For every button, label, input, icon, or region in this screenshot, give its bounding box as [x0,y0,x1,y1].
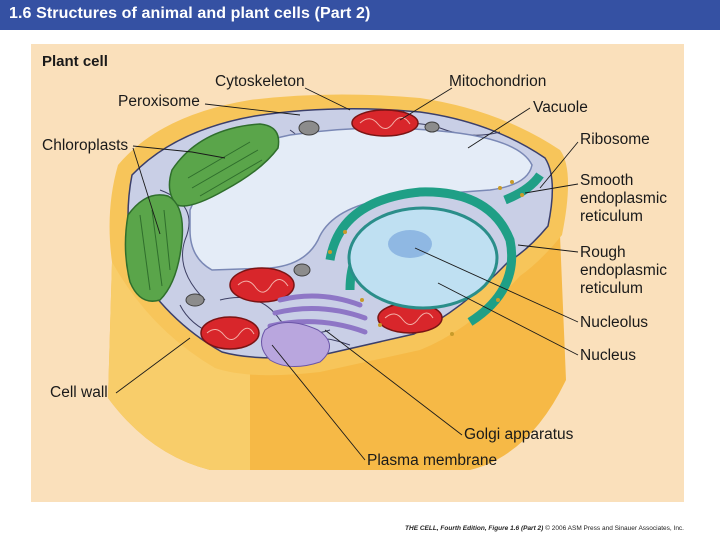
label-smooth-er-line2: endoplasmic [580,190,668,207]
peroxisomes [185,120,440,307]
slide-title-bar: 1.6 Structures of animal and plant cells… [0,0,720,30]
credit-book: THE CELL, Fourth Edition, Figure 1.6 (Pa… [405,525,544,532]
label-rough-er-line1: Rough [580,244,626,261]
label-vacuole: Vacuole [533,99,588,116]
label-cell-wall: Cell wall [50,384,108,401]
chloroplasts [124,123,280,302]
label-nucleus: Nucleus [580,347,636,364]
nucleus [347,206,499,310]
label-nucleolus: Nucleolus [580,314,649,331]
credit-copyright: © 2006 ASM Press and Sinauer Associates,… [543,525,684,532]
label-smooth-er-line1: Smooth [580,172,634,189]
label-smooth-er-line3: reticulum [580,208,643,225]
golgi-vesicle-cluster [260,322,330,367]
label-ribosome: Ribosome [580,131,650,148]
slide-title: 1.6 Structures of animal and plant cells… [9,5,371,22]
mitochondria [200,109,443,350]
ribosomes [328,180,524,336]
label-chloroplasts: Chloroplasts [42,137,129,154]
figure-credit: THE CELL, Fourth Edition, Figure 1.6 (Pa… [405,525,684,532]
panel-title: Plant cell [42,53,108,70]
label-rough-er-line3: reticulum [580,280,643,297]
label-mitochondrion: Mitochondrion [449,73,547,90]
label-leader-lines [115,87,579,461]
label-rough-er-line2: endoplasmic [580,262,668,279]
label-plasma-membrane: Plasma membrane [367,452,498,469]
label-peroxisome: Peroxisome [118,93,200,110]
label-cytoskeleton: Cytoskeleton [215,73,305,90]
label-golgi-apparatus: Golgi apparatus [464,426,574,443]
